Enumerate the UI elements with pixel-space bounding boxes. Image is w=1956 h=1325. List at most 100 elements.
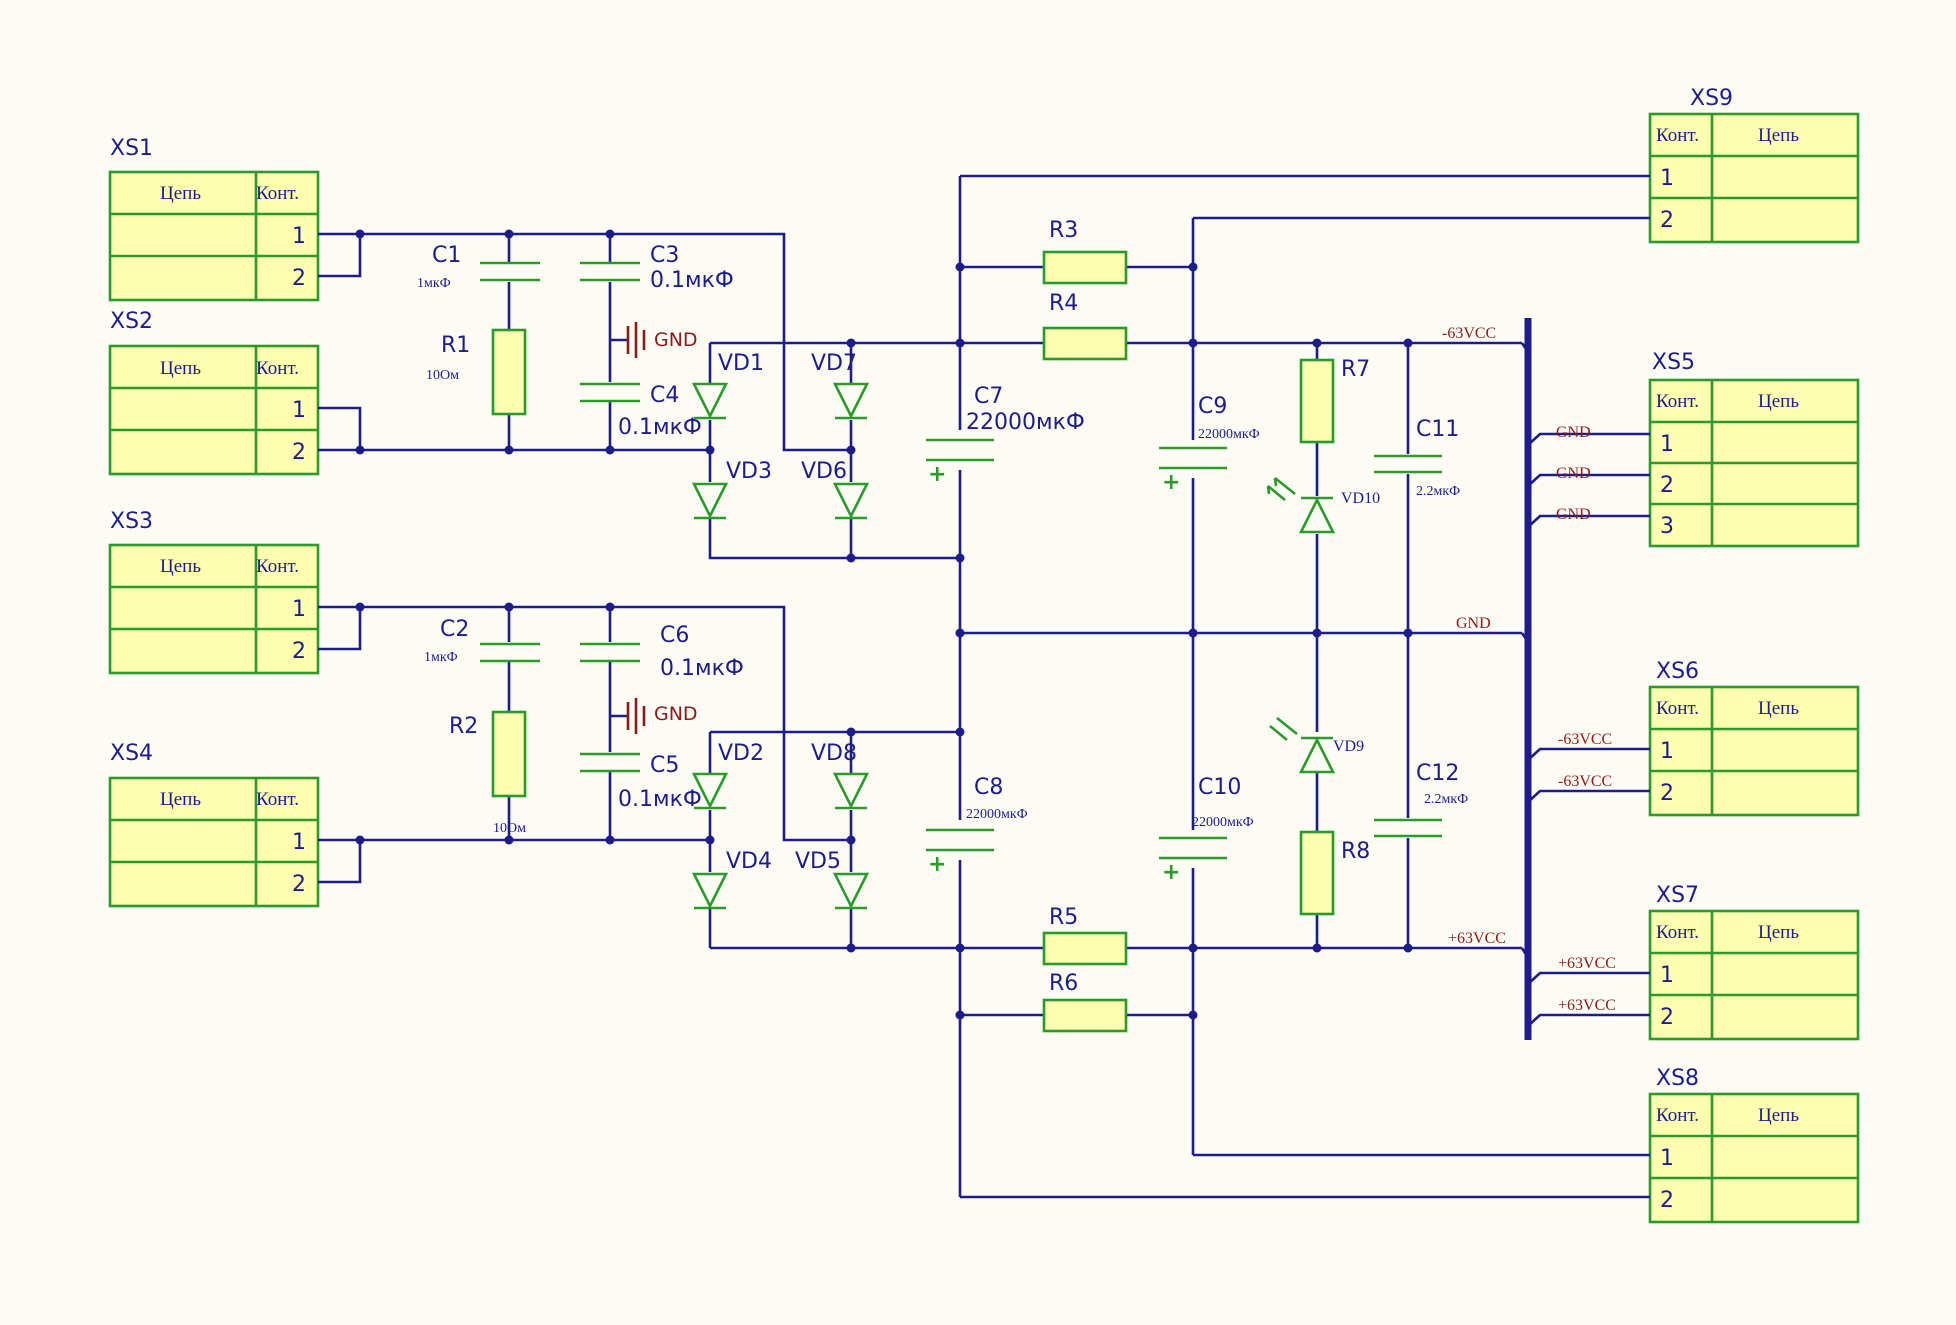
resistor-r6: R6 [1042,971,1128,1033]
component-value: 0.1мкФ [660,656,744,681]
col-pin-header: Конт. [256,358,299,379]
resistor-r2: R2 10Ом [449,710,527,836]
col-pin-header: Конт. [256,789,299,810]
connector-xs5: XS5 Конт. Цепь 1 2 3 [1648,350,1860,548]
net-label-pos: +63VCC [1448,930,1506,947]
col-net-header: Цепь [1758,391,1799,412]
component-ref: R8 [1341,839,1370,864]
col-net-header: Цепь [1758,1105,1799,1126]
component-ref: C4 [650,383,679,408]
component-value: 22000мкФ [1198,427,1260,442]
component-ref: R7 [1341,357,1370,382]
col-net-header: Цепь [1758,125,1799,146]
connector-xs9: XS9 Конт. Цепь 1 2 [1648,86,1860,244]
component-value: 0.1мкФ [618,415,702,440]
col-pin-header: Конт. [1656,1105,1699,1126]
connector-ref: XS6 [1656,659,1699,684]
net-label-neg: -63VCC [1558,773,1612,790]
diode-vd2: VD2 [691,741,764,810]
connector-ref: XS8 [1656,1066,1699,1091]
resistor-r3: R3 [1042,218,1128,285]
connector-xs4: XS4 Цепь Конт. 1 2 [108,741,320,908]
connector-ref: XS2 [110,309,153,334]
component-ref: C6 [660,623,689,648]
col-net-header: Цепь [160,183,201,204]
component-ref: C2 [440,617,469,642]
pin-number: 2 [292,872,306,897]
col-pin-header: Конт. [1656,391,1699,412]
component-ref: VD3 [726,459,772,484]
component-value: 0.1мкФ [650,268,734,293]
capacitor-c9: + C9 22000мкФ [1159,394,1260,495]
component-ref: R2 [449,714,478,739]
pin-number: 1 [292,597,306,622]
connector-xs1: XS1 Цепь Конт. 1 2 [108,136,320,302]
pin-number: 2 [1660,473,1674,498]
component-ref: VD9 [1333,738,1364,755]
led-vd10: VD10 [1266,476,1380,534]
diode-vd8: VD8 [811,741,870,810]
polarity-mark: + [928,462,946,487]
col-pin-header: Конт. [256,183,299,204]
net-label-gnd: GND [654,329,698,351]
capacitor-c4: C4 0.1мкФ [580,382,702,440]
component-value: 1мкФ [417,276,451,291]
capacitor-c7: + C7 22000мкФ [926,384,1085,487]
col-pin-header: Конт. [1656,125,1699,146]
pin-number: 3 [1660,514,1674,539]
diode-vd1: VD1 [691,351,764,420]
ground-symbol-top: GND [626,322,698,358]
capacitor-c6: C6 0.1мкФ [580,623,744,681]
component-ref: VD4 [726,849,772,874]
net-label-gnd: GND [1556,506,1591,523]
pin-number: 1 [292,224,306,249]
component-ref: C8 [974,775,1003,800]
component-value: 22000мкФ [966,410,1085,435]
component-value: 1мкФ [424,650,458,665]
component-ref: VD1 [718,351,764,376]
capacitor-c11: C11 2.2мкФ [1374,417,1460,499]
component-ref: VD7 [811,351,857,376]
pin-number: 2 [292,440,306,465]
net-label-neg: -63VCC [1442,325,1496,342]
net-label-pos: +63VCC [1558,997,1616,1014]
net-label-gnd: GND [1456,615,1491,632]
component-ref: C3 [650,243,679,268]
col-net-header: Цепь [1758,922,1799,943]
col-pin-header: Конт. [1656,922,1699,943]
connector-ref: XS4 [110,741,153,766]
diode-vd5: VD5 [795,849,870,910]
led-vd9: VD9 [1269,716,1364,774]
pin-number: 1 [1660,166,1674,191]
diode-vd6: VD6 [801,459,870,520]
diode-vd3: VD3 [691,459,772,520]
component-value: 22000мкФ [1192,815,1254,830]
junctions [355,229,1413,1020]
connector-ref: XS9 [1690,86,1733,111]
col-net-header: Цепь [160,556,201,577]
component-ref: C9 [1198,394,1227,419]
connector-ref: XS1 [110,136,153,161]
component-ref: VD8 [811,741,857,766]
capacitor-c1: C1 1мкФ [417,243,540,291]
col-net-header: Цепь [160,358,201,379]
net-label-gnd: GND [1556,465,1591,482]
connector-xs7: XS7 Конт. Цепь 1 2 [1648,883,1860,1041]
polarity-mark: + [1162,860,1180,885]
component-value: 2.2мкФ [1424,792,1468,807]
component-ref: VD10 [1341,490,1380,507]
pin-number: 2 [1660,208,1674,233]
diode-vd7: VD7 [811,351,870,420]
component-value: 2.2мкФ [1416,484,1460,499]
component-ref: C12 [1416,761,1459,786]
component-ref: VD6 [801,459,847,484]
pin-number: 1 [1660,963,1674,988]
component-value: 0.1мкФ [618,787,702,812]
col-net-header: Цепь [160,789,201,810]
component-value: 10Ом [426,368,459,383]
net-label-pos: +63VCC [1558,955,1616,972]
polarity-mark: + [928,852,946,877]
wires [318,174,1650,1199]
diode-vd4: VD4 [691,849,772,910]
component-ref: R5 [1049,905,1078,930]
